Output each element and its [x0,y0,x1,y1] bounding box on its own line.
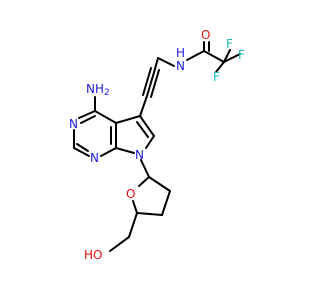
bond-n3-c4 [78,110,96,119]
bond-c5prime-oh [109,236,130,252]
bond-ch2-nh [157,57,175,67]
bond-n7-c7a [115,147,135,154]
bond-c4a-c5 [115,115,141,124]
pyrimidine-n3-label: N [69,117,78,131]
bond-alkyne-triple-c [142,67,152,96]
amide-n-label: N [176,59,185,73]
bond-alkyne-ch2 [154,57,159,70]
ring-oxygen-label: O [126,187,135,201]
bond-cf3-f2 [223,49,231,63]
bond-c2prime-c3prime [161,190,171,216]
bond-o-c1prime [138,176,150,187]
amide-h-label: H [176,46,185,60]
bond-c4prime-o [132,200,138,214]
bond-c4prime-c5prime [128,212,138,238]
bond-c1prime-c2prime [148,176,171,192]
bond-n1-c2 [73,147,90,157]
carbonyl-o-label: O [201,28,210,42]
bond-n3-c4-double [80,115,96,124]
fluorine-3-label: F [213,70,220,84]
amino-label: NH2 [86,82,110,98]
bond-c5-c6 [139,115,155,137]
chemical-structure-diagram: NH2 N N N N H O F F F O HO [69,28,245,262]
bond-alkyne-triple-b [150,69,160,98]
bond-c5-alkyne [139,95,148,117]
bond-n7-c1prime [140,159,150,178]
bond-c7a-n1 [100,147,117,157]
bond-layer [73,41,241,252]
atom-label-layer: NH2 N N N N H O F F F O HO [69,28,245,262]
bond-c6-n7 [145,135,155,149]
pyrimidine-n1-label: N [90,151,99,165]
fluorine-1-label: F [238,48,245,62]
bond-nh-carbonyl [186,50,205,61]
bond-c4-c4a [94,110,117,124]
bond-carbonyl-cf3 [203,50,225,63]
hydroxyl-label: HO [84,248,102,262]
bond-cf3-f3 [215,61,225,73]
bond-cf3-f1 [223,53,241,63]
bond-c5-c6-double [136,121,149,138]
pyrrole-n-label: N [135,148,144,162]
fluorine-2-label: F [226,37,233,51]
bond-c3prime-c4prime [136,212,163,216]
bond-n1-c2-double [76,143,89,152]
bond-alkyne-triple-a [146,68,156,97]
